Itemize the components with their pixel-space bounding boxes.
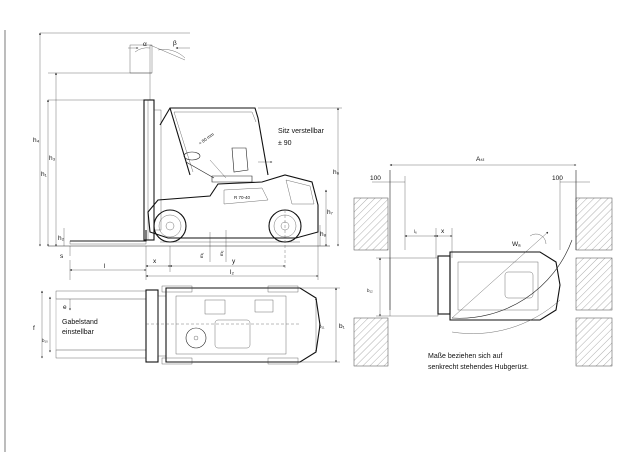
m1-label: m₁: [199, 252, 204, 258]
h3-label: h₃: [49, 155, 56, 162]
aisle-view: Aₛₜ 100 100 b₁₂ l₆ x Wₐ Maße beziehen si…: [353, 156, 613, 371]
h1-label: h₁: [41, 171, 48, 178]
h2-label: h₂: [58, 235, 65, 242]
y-label: y: [232, 258, 236, 265]
front-wheel: [153, 209, 187, 243]
h7-label: h₇: [327, 209, 333, 216]
fork-note-line2: einstellbar: [62, 329, 95, 336]
l-label: l: [104, 263, 106, 270]
h4-label: h₄: [33, 137, 40, 144]
footnote-line1: Maße beziehen sich auf: [428, 353, 502, 360]
ast-label: Aₛₜ: [476, 156, 485, 163]
pallet-left-top: [353, 197, 389, 251]
pallet-handled: [389, 257, 439, 317]
pallet-left-bottom: [353, 317, 389, 367]
pallet-right-mid: [575, 257, 613, 311]
wa-label: Wₐ: [512, 241, 521, 248]
top-view: f b₁₀ e Gabelstand einstellbar b₁₁ b₁: [33, 285, 346, 365]
carriage-top: [145, 289, 159, 363]
truck-aisle: [449, 251, 561, 321]
e-label: e: [63, 304, 67, 311]
clearance-left: 100: [370, 175, 381, 182]
pallet-right-top: [575, 197, 613, 251]
pallet-right-bottom: [575, 317, 613, 367]
x-label: x: [153, 258, 157, 265]
h8-label: h₈: [320, 231, 327, 238]
clearance-right: 100: [552, 175, 563, 182]
f-label: f: [33, 325, 35, 332]
angle-note: ≈ 80 mm: [198, 132, 215, 146]
steering-column: [185, 161, 215, 179]
aisle-x-label: x: [441, 228, 445, 235]
b11-label: b₁₁: [319, 324, 325, 329]
mast-raised-top: [129, 44, 153, 74]
wa-radius: [451, 231, 549, 319]
b1-label: b₁: [339, 323, 346, 330]
carriage-aisle: [437, 255, 451, 315]
fork-note-line1: Gabelstand: [62, 319, 98, 326]
beta-label: β: [173, 40, 177, 47]
h6-label: h₆: [333, 169, 340, 176]
truck-body-top: [165, 287, 321, 363]
seat-note-line1: Sitz verstellbar: [278, 128, 325, 135]
footnote-line2: senkrecht stehendes Hubgerüst.: [428, 364, 529, 371]
fork-side: [70, 230, 147, 242]
side-view: α β ≈ 80 mm R 70-40: [33, 32, 342, 280]
l2-label: l₂: [230, 269, 234, 276]
m2-label: m₂: [219, 250, 224, 256]
fork-top-upper: [55, 290, 147, 300]
s-label: s: [60, 253, 64, 260]
truck-badge: R 70-40: [234, 195, 251, 200]
seat-note-line2: ± 90: [278, 140, 292, 147]
b12-label: b₁₂: [367, 288, 373, 293]
truck-body: [147, 174, 319, 239]
alpha-label: α: [143, 41, 147, 48]
seat-top: [214, 319, 251, 349]
b10-label: b₁₀: [42, 338, 48, 343]
l6-label: l₆: [414, 229, 417, 234]
steering-wheel-top: [185, 327, 207, 349]
seat: [231, 147, 249, 173]
overhead-guard: [159, 107, 269, 176]
turning-arc: [451, 239, 573, 319]
fork-top-lower: [55, 349, 147, 359]
